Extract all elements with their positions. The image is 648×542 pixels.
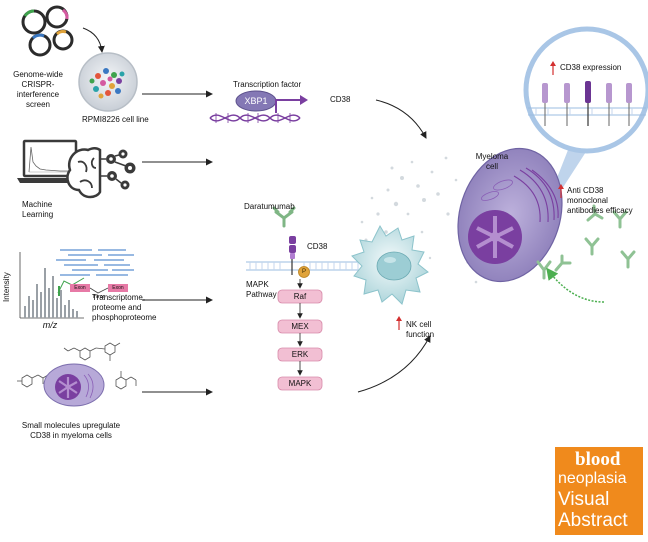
myeloma-cell-icon [457, 147, 563, 283]
transcript-reads [56, 249, 134, 296]
mapk-pathway-label: MAPK Pathway [246, 280, 277, 299]
gene-structure [70, 284, 128, 294]
exon-label: Exon [74, 285, 86, 291]
ml-label: Machine Learning [22, 200, 54, 219]
intron-label: Intron [92, 294, 106, 300]
mz-axis-label: m/z [42, 320, 58, 330]
small-molecules-label: Small molecules upregulate CD38 in myelo… [21, 421, 121, 440]
brand-abstract: Abstract [558, 510, 628, 531]
cd38-gene-label: CD38 [330, 95, 351, 104]
plasmid-icons [21, 5, 74, 57]
cd38-receptor-icon [289, 236, 296, 275]
dna-helix [209, 113, 301, 123]
brain-gears-icon [66, 146, 136, 199]
mass-spectrum [19, 252, 84, 319]
transcription-start-arrow [275, 99, 304, 113]
antibody-efficacy-label: Anti CD38 monoclonal antibodies efficacy [567, 186, 633, 215]
myeloma-cell-label: Myeloma cell [475, 152, 509, 171]
phospho-group-icon [298, 266, 310, 278]
exon-label: Exon [112, 285, 124, 291]
cd38-expression-label: CD38 expression [560, 63, 622, 72]
daratumumab-label: Daratumumab [244, 202, 295, 211]
cd38-receptors-zoom [542, 81, 632, 126]
small-molecule-structures [17, 342, 137, 390]
crispr-label: Genome-wide CRISPR-interference screen [13, 70, 63, 109]
xbp1-label: XBP1 [244, 96, 268, 106]
phospho-label: P [301, 269, 306, 275]
myeloma-cell-small-icon [43, 363, 105, 407]
up-arrow-icon [396, 316, 402, 330]
cascade-mex: MEX [291, 322, 309, 331]
intensity-axis-label: Intensity [2, 272, 11, 302]
up-arrow-icon [558, 184, 564, 198]
culture-dish-icon [78, 52, 138, 112]
up-arrow-icon [550, 61, 556, 75]
cascade-erk: ERK [291, 350, 309, 359]
nk-function-label: NK cell function [406, 320, 435, 339]
brand-blood: blood [575, 449, 621, 470]
mapk-cascade [277, 289, 323, 391]
brand-visual: Visual [558, 489, 610, 510]
daratumumab-antibody-icon [272, 206, 296, 228]
cd38-receptor-label: CD38 [307, 242, 328, 251]
brand-neoplasia: neoplasia [558, 470, 627, 487]
transcription-factor-label: Transcription factor [233, 80, 302, 89]
cell-line-label: RPMI8226 cell line [82, 115, 149, 124]
blood-neoplasia-badge: blood neoplasia Visual Abstract [555, 447, 643, 535]
nk-cell-icon [351, 224, 429, 305]
antibody-icons [536, 204, 636, 280]
green-feedback-arrow [546, 267, 605, 303]
arrow-mapk [357, 335, 431, 393]
arrow-cd38-gene [375, 99, 427, 139]
cascade-mapk: MAPK [288, 379, 312, 388]
omics-label: Transcriptome, proteome and phosphoprote… [92, 293, 157, 322]
cascade-raf: Raf [293, 292, 307, 301]
